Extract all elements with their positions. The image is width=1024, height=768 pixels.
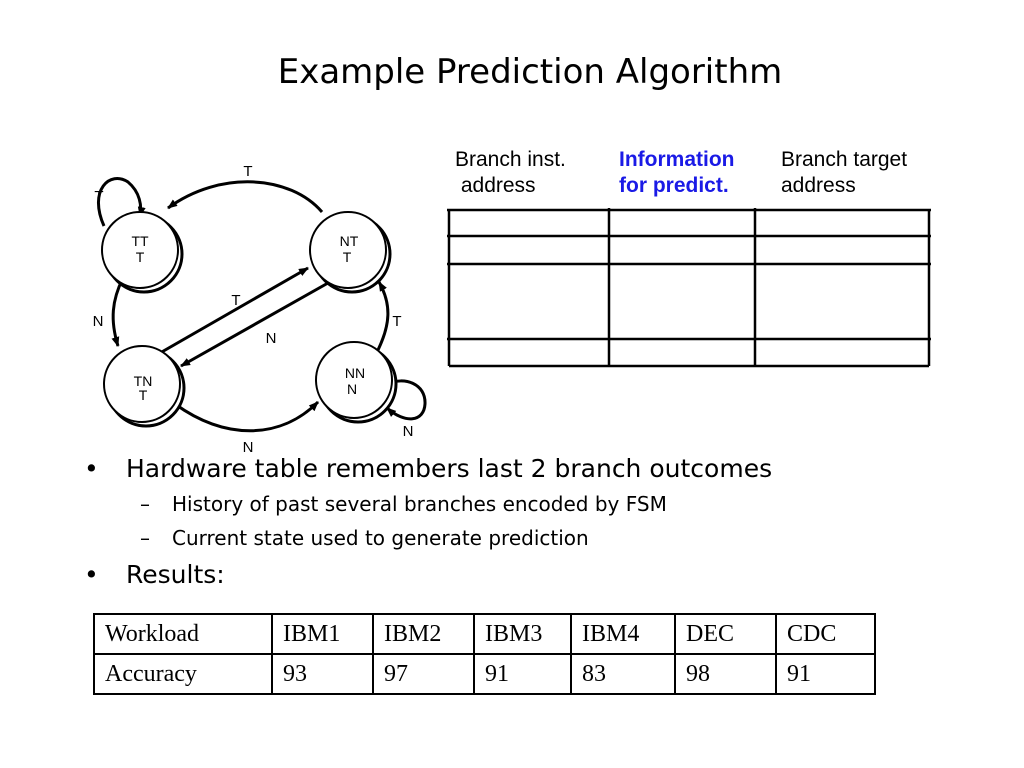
sub-bullet-marker: – bbox=[140, 526, 150, 550]
state-nn-label-1: NN bbox=[345, 365, 365, 381]
btb-header-branch-address-line2: address bbox=[455, 174, 536, 197]
state-nn-label-2: N bbox=[347, 381, 357, 397]
edge-tt-to-tn bbox=[111, 277, 125, 347]
edge-nn-self bbox=[386, 379, 427, 421]
edge-label-nn-to-nt: T bbox=[392, 313, 401, 330]
table-cell: DEC bbox=[674, 613, 777, 655]
page-title: Example Prediction Algorithm bbox=[277, 52, 783, 92]
edge-label-nt-to-tt: T bbox=[243, 163, 252, 180]
btb-header-target-address-line2: address bbox=[781, 174, 856, 197]
edge-nn-to-nt bbox=[376, 281, 390, 351]
edge-label-tn-to-nt: T bbox=[231, 292, 240, 309]
table-cell: 91 bbox=[775, 653, 876, 695]
btb-header-prediction-info: Information for predict. bbox=[619, 147, 735, 199]
table-cell: IBM2 bbox=[372, 613, 475, 655]
table-cell: Workload bbox=[93, 613, 273, 655]
table-cell: IBM4 bbox=[570, 613, 676, 655]
edge-label-tt-self: T bbox=[94, 188, 103, 205]
table-row: Workload IBM1 IBM2 IBM3 IBM4 DEC CDC bbox=[93, 613, 876, 655]
state-tn-label-2: T bbox=[139, 387, 148, 403]
state-nt: NT T bbox=[309, 211, 392, 294]
btb-header-prediction-info-line2: for predict. bbox=[619, 174, 729, 197]
edge-label-tn-to-nn: N bbox=[243, 439, 254, 456]
state-nn: NN N bbox=[315, 341, 398, 424]
bullet-marker: • bbox=[84, 454, 99, 483]
btb-header-target-address-line1: Branch target bbox=[781, 148, 908, 171]
edge-nt-to-tt bbox=[167, 180, 324, 213]
table-row: Accuracy 93 97 91 83 98 91 bbox=[93, 653, 876, 695]
table-cell: 93 bbox=[271, 653, 374, 695]
table-cell: 98 bbox=[674, 653, 777, 695]
state-tt-label-2: T bbox=[136, 249, 145, 265]
edge-label-tt-to-tn: N bbox=[93, 313, 104, 330]
state-nt-label-1: NT bbox=[340, 233, 359, 249]
edge-tn-to-nn bbox=[174, 400, 320, 433]
sub-bullet-marker: – bbox=[140, 492, 150, 516]
sub-bullet-text: Current state used to generate predictio… bbox=[172, 526, 589, 550]
btb-table bbox=[447, 208, 931, 368]
btb-header-branch-address-line1: Branch inst. bbox=[455, 148, 566, 171]
table-cell: CDC bbox=[775, 613, 876, 655]
state-tn-label-1: TN bbox=[134, 373, 153, 389]
table-cell: Accuracy bbox=[93, 653, 273, 695]
sub-bullet-text: History of past several branches encoded… bbox=[172, 492, 667, 516]
results-table: Workload IBM1 IBM2 IBM3 IBM4 DEC CDC Acc… bbox=[93, 613, 876, 695]
btb-header-prediction-info-line1: Information bbox=[619, 148, 735, 171]
table-cell: 97 bbox=[372, 653, 475, 695]
table-cell: IBM1 bbox=[271, 613, 374, 655]
edge-label-nt-to-tn: N bbox=[266, 330, 277, 347]
bullet-marker: • bbox=[84, 560, 99, 589]
fsm-diagram: TT T NT T TN T NN N T T N T N T N N bbox=[93, 163, 427, 456]
state-tt-label-1: TT bbox=[131, 233, 149, 249]
btb-header-branch-address: Branch inst. address bbox=[455, 147, 566, 199]
state-nt-label-2: T bbox=[343, 249, 352, 265]
table-cell: 83 bbox=[570, 653, 676, 695]
edge-tn-to-nt bbox=[159, 266, 309, 355]
state-tt: TT T bbox=[101, 211, 184, 294]
bullet-text: Hardware table remembers last 2 branch o… bbox=[126, 454, 773, 483]
state-tn: TN T bbox=[103, 345, 186, 428]
table-cell: 91 bbox=[473, 653, 572, 695]
btb-header-target-address: Branch target address bbox=[781, 147, 907, 199]
edge-label-nn-self: N bbox=[403, 423, 414, 440]
edge-tt-self bbox=[97, 177, 146, 227]
table-cell: IBM3 bbox=[473, 613, 572, 655]
bullet-text: Results: bbox=[126, 560, 225, 589]
edge-nt-to-tn bbox=[180, 281, 329, 368]
